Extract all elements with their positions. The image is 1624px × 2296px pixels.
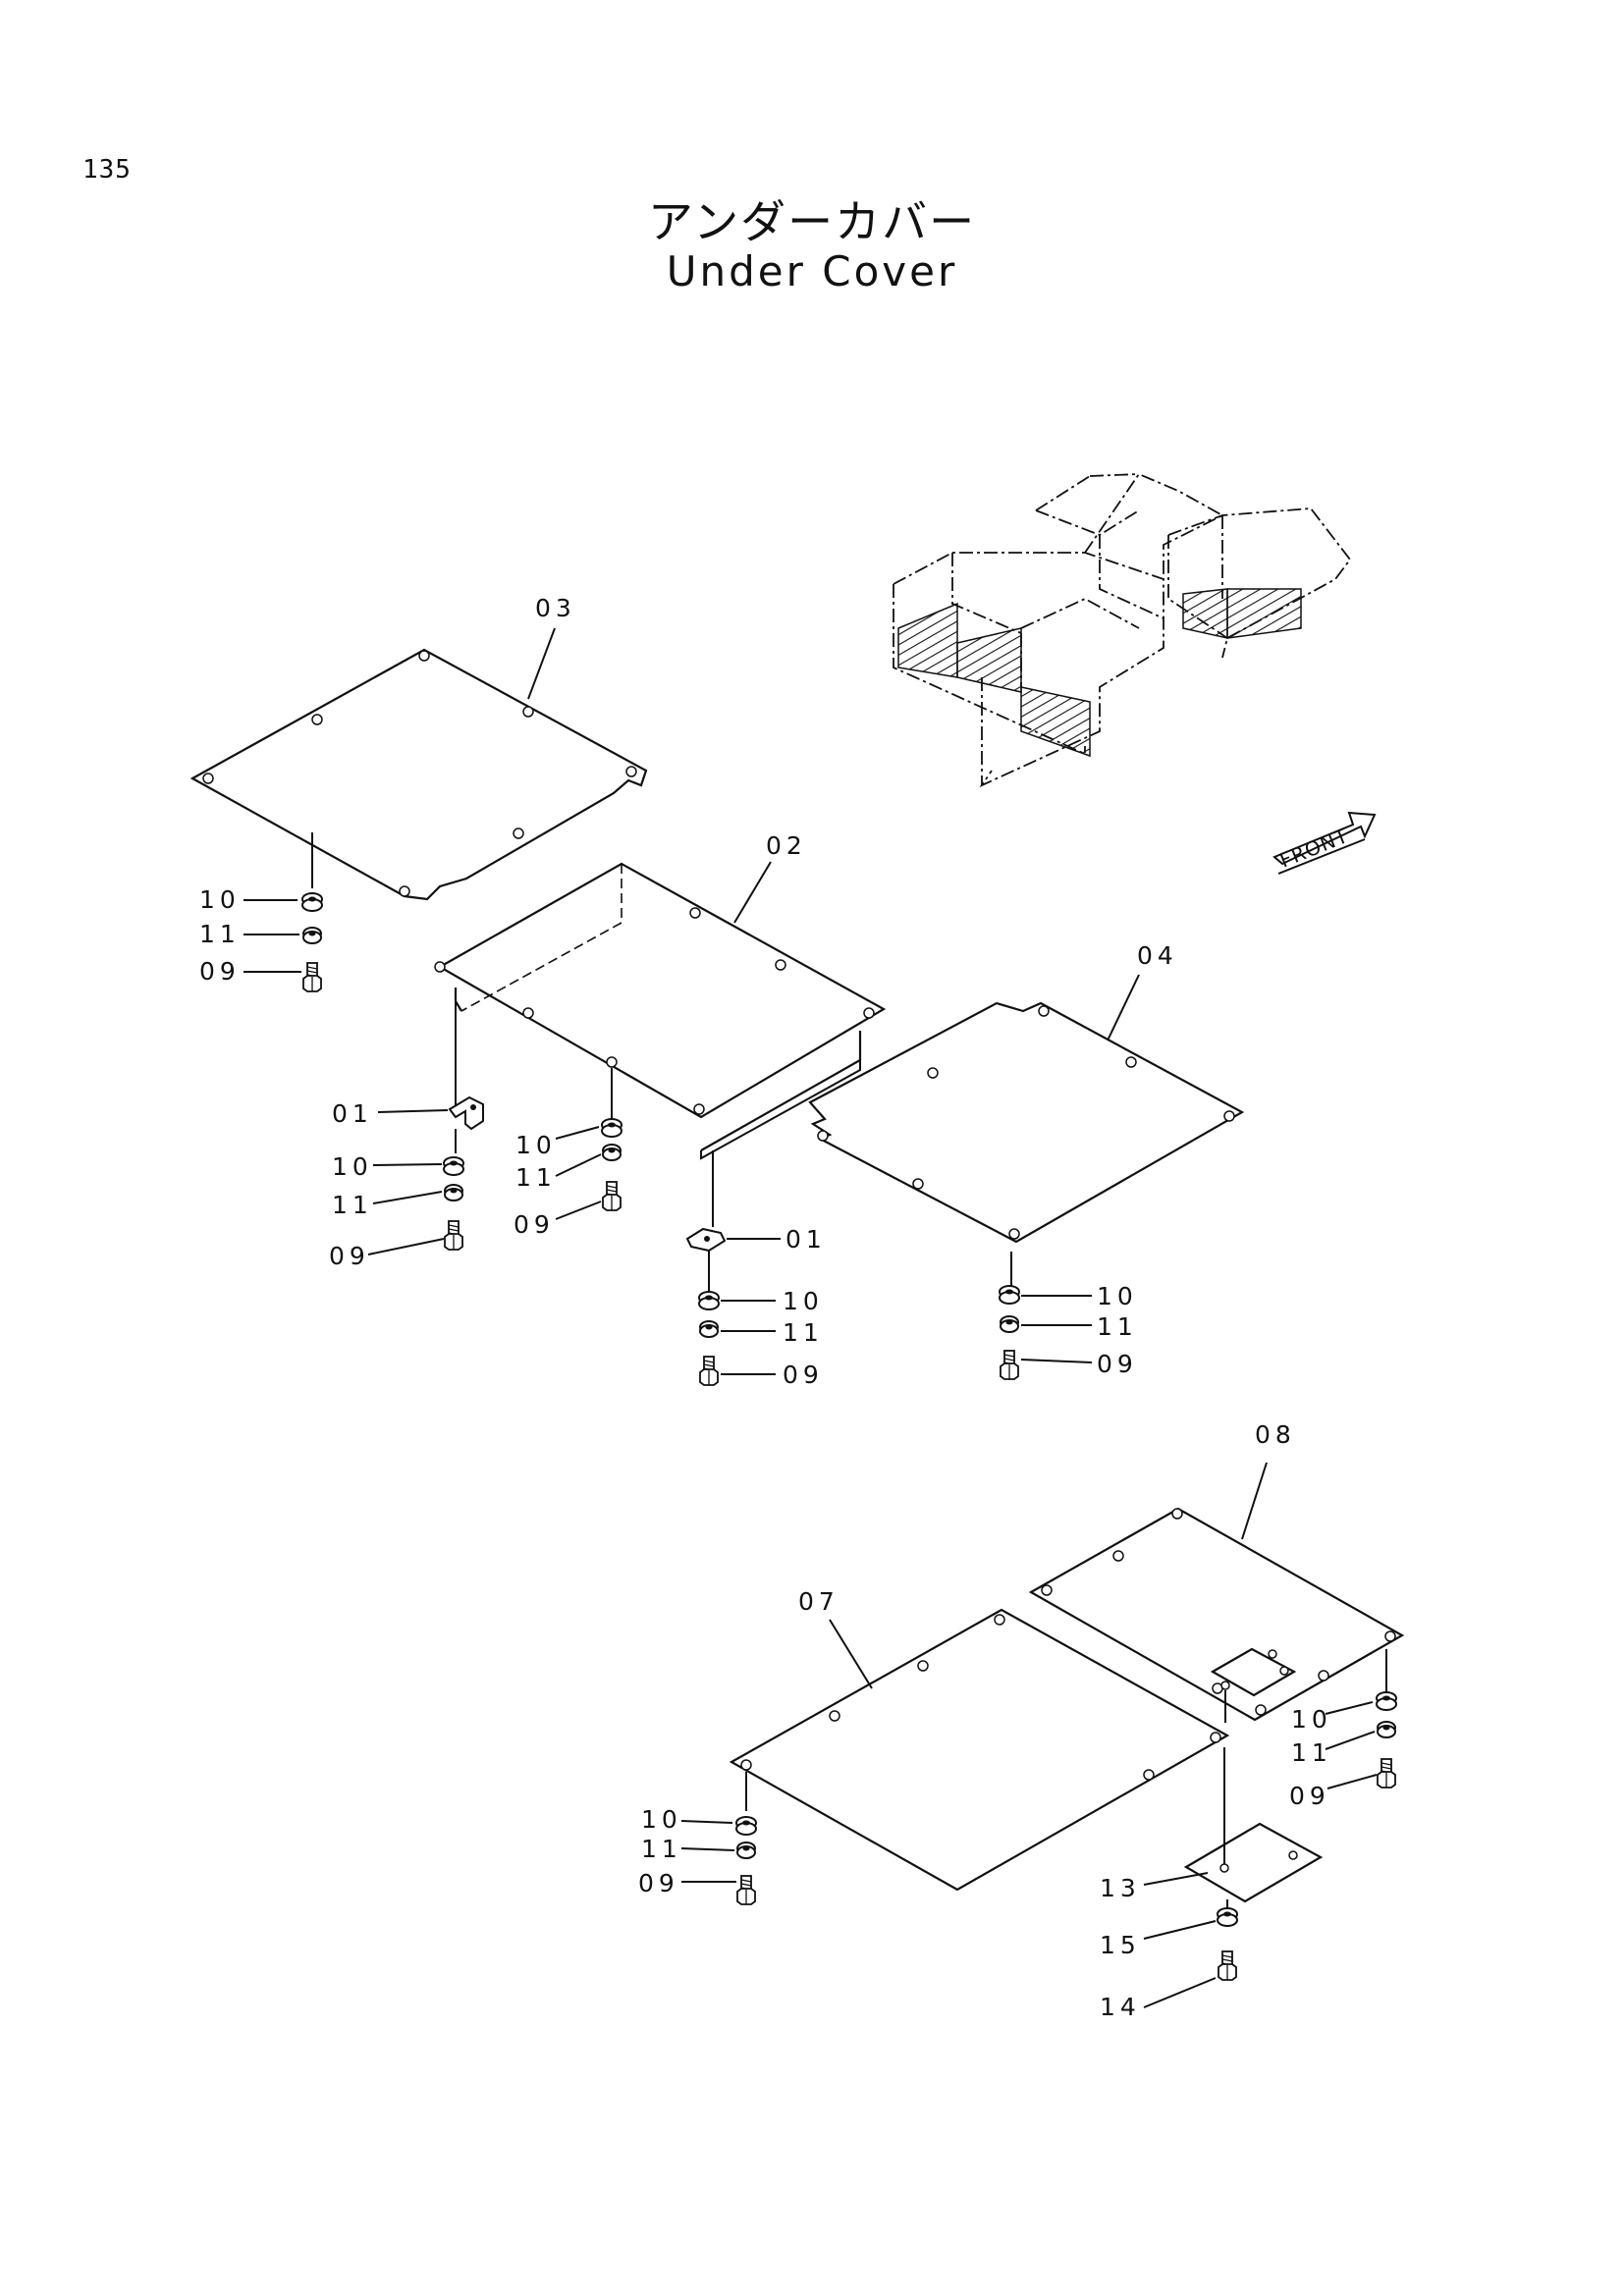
callout-11-b: 11 — [332, 1191, 373, 1219]
callout-03: 03 — [535, 594, 576, 622]
fastener-stack-08 — [1325, 1691, 1397, 1789]
fastener-stack-03 — [244, 892, 323, 992]
callout-11-c: 11 — [515, 1163, 557, 1192]
fastener-stack-01-left — [367, 1156, 464, 1255]
page-number: 135 — [82, 155, 132, 185]
page-title-english: Under Cover — [666, 247, 958, 295]
callout-04: 04 — [1137, 941, 1178, 970]
callout-10-b: 10 — [332, 1152, 373, 1181]
callout-08: 08 — [1255, 1420, 1296, 1449]
part-08-plate — [1028, 1507, 1405, 1722]
callout-15: 15 — [1100, 1931, 1141, 1959]
callout-01-center: 01 — [785, 1225, 827, 1254]
callout-09-d: 09 — [783, 1361, 824, 1389]
fastener-stack-04 — [999, 1285, 1093, 1380]
part-04-plate — [808, 1001, 1245, 1286]
callout-10-c: 10 — [515, 1131, 557, 1159]
fastener-stack-01-center — [698, 1291, 776, 1386]
page-title-japanese: アンダーカバー — [647, 195, 977, 248]
machine-overview-key — [893, 472, 1352, 788]
callout-02: 02 — [766, 831, 807, 860]
part-13-plate — [1143, 1822, 1324, 1909]
callout-11-e: 11 — [1097, 1312, 1138, 1341]
part-07-plate — [729, 1608, 1230, 1892]
part-01-bracket-center — [685, 1227, 781, 1294]
callout-10-f: 10 — [1291, 1705, 1332, 1734]
callout-09-b: 09 — [329, 1242, 370, 1270]
callout-09-c: 09 — [514, 1210, 555, 1239]
part-01-bracket-left — [377, 1095, 484, 1153]
callout-13: 13 — [1100, 1874, 1141, 1902]
part-15-washer — [1143, 1907, 1238, 1940]
callout-11-g: 11 — [641, 1835, 682, 1863]
front-label: FRONT — [1276, 824, 1352, 873]
callout-09-e: 09 — [1097, 1350, 1138, 1378]
part-14-bolt — [1143, 1950, 1237, 2008]
fastener-stack-07 — [680, 1816, 757, 1905]
callout-07: 07 — [798, 1587, 839, 1616]
callout-09-a: 09 — [199, 957, 241, 986]
callout-10-g: 10 — [641, 1805, 682, 1834]
callout-01-left: 01 — [332, 1099, 373, 1128]
callout-11-a: 11 — [199, 920, 241, 948]
callout-10-a: 10 — [199, 885, 241, 914]
front-direction-arrow: FRONT — [1272, 811, 1377, 875]
part-03-plate — [189, 648, 648, 901]
callout-11-d: 11 — [783, 1318, 824, 1347]
callout-09-f: 09 — [1289, 1782, 1330, 1810]
callout-09-g: 09 — [638, 1869, 679, 1897]
part-02-cover — [434, 862, 887, 1227]
callout-14: 14 — [1100, 1993, 1141, 2021]
fastener-stack-02-mid — [555, 1118, 623, 1220]
callout-10-e: 10 — [1097, 1282, 1138, 1310]
callout-10-d: 10 — [783, 1287, 824, 1315]
callout-11-f: 11 — [1291, 1738, 1332, 1767]
